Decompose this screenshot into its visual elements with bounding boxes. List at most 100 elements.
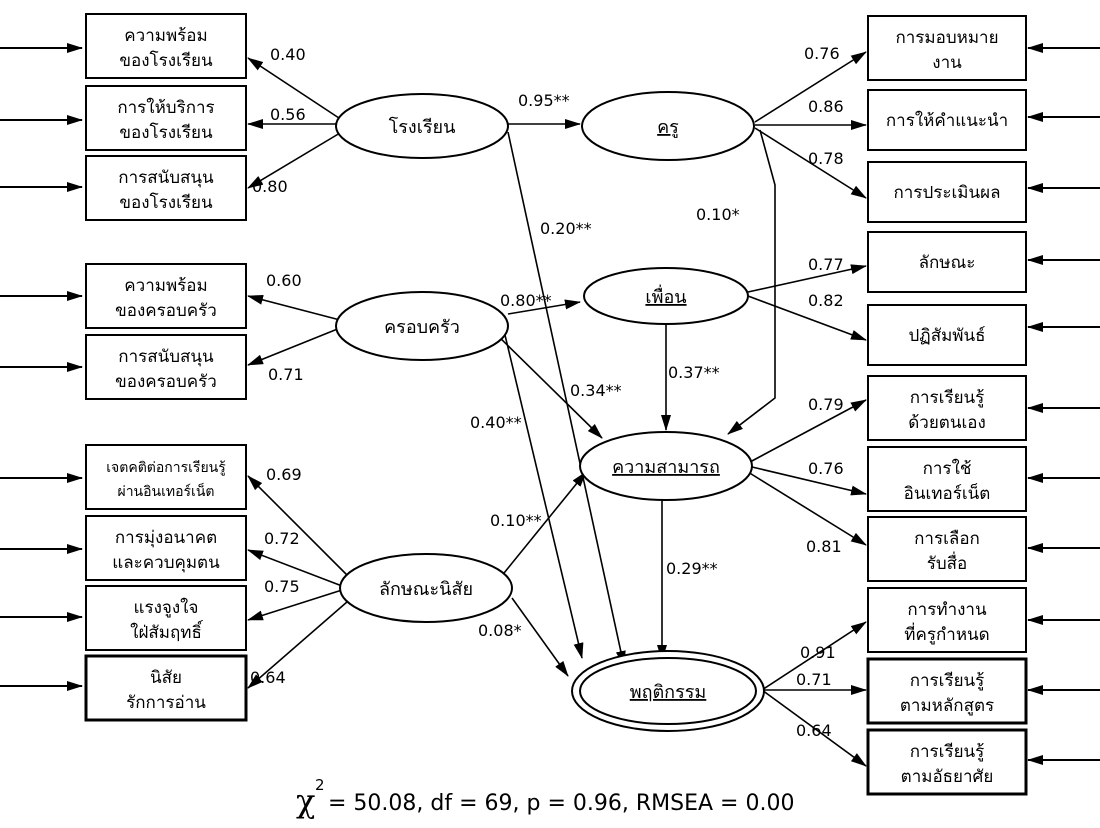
coef-self-interest: 0.64	[796, 721, 832, 740]
coef-family-behavior: 0.40**	[470, 413, 522, 432]
latent-label: พฤติกรรม	[630, 682, 707, 703]
coef-family-readiness: 0.60	[266, 271, 302, 290]
coef-self-learning: 0.79	[808, 395, 844, 414]
coefficient-labels: 0.40 0.56 0.80 0.60 0.71 0.69 0.72 0.75 …	[250, 44, 844, 740]
box-label: ของครอบครัว	[115, 372, 217, 392]
box-evaluation: การประเมินผล	[867, 161, 1027, 223]
box-reading: นิสัย รักการอ่าน	[84, 654, 248, 722]
latent-label: ครู	[657, 117, 679, 138]
box-label: ที่ครูกำหนด	[904, 622, 989, 645]
coef-school-service: 0.56	[270, 105, 306, 124]
coef-school-support: 0.80	[252, 177, 288, 196]
box-family-readiness: ความพร้อม ของครอบครัว	[85, 263, 247, 329]
latent-label: ความสามารถ	[612, 457, 720, 478]
box-label: การมุ่งอนาคต	[115, 528, 217, 548]
box-label: ใฝ่สัมฤทธิ์	[130, 620, 204, 643]
chi-square-symbol: χ	[296, 782, 315, 820]
coef-media-choice: 0.81	[806, 537, 842, 556]
box-label: การเรียนรู้	[910, 671, 985, 691]
box-characteristic: ลักษณะ	[867, 231, 1027, 293]
coef-characteristic: 0.77	[808, 255, 844, 274]
box-label: ของครอบครัว	[115, 301, 217, 321]
box-curriculum: การเรียนรู้ ตามหลักสูตร	[866, 657, 1028, 725]
box-school-service: การให้บริการ ของโรงเรียน	[85, 85, 247, 151]
box-label: การเรียนรู้	[910, 388, 985, 408]
box-label: ลักษณะ	[919, 253, 976, 273]
box-label: การเลือก	[914, 529, 980, 549]
box-label: การให้บริการ	[117, 97, 214, 118]
box-label: การสนับสนุน	[118, 168, 214, 188]
coef-school-teacher: 0.95**	[518, 91, 570, 110]
box-teacher-work: การทำงาน ที่ครูกำหนด	[867, 587, 1027, 653]
box-label: รับสื่อ	[927, 551, 968, 574]
box-label: ของโรงเรียน	[119, 50, 213, 71]
box-motivation: แรงจูงใจ ใฝ่สัมฤทธิ์	[85, 585, 247, 651]
box-assignment: การมอบหมาย งาน	[867, 15, 1027, 81]
box-label: การมอบหมาย	[895, 28, 998, 48]
latent-label: ลักษณะนิสัย	[379, 579, 473, 600]
coef-school-readiness: 0.40	[270, 45, 306, 64]
box-future: การมุ่งอนาคต และควบคุมตน	[85, 515, 247, 581]
coef-curriculum: 0.71	[796, 670, 832, 689]
box-label: เจตคติต่อการเรียนรู้	[106, 460, 226, 476]
coef-reading: 0.64	[250, 668, 286, 687]
box-label: อินเทอร์เน็ต	[904, 482, 991, 504]
box-advice: การให้คำแนะนำ	[867, 89, 1027, 151]
box-label: แรงจูงใจ	[134, 597, 199, 618]
box-label: การสนับสนุน	[118, 347, 214, 367]
structural-paths	[491, 119, 776, 677]
box-label: ความพร้อม	[124, 276, 207, 296]
chi-square-exponent: 2	[315, 776, 325, 794]
box-media-choice: การเลือก รับสื่อ	[867, 516, 1027, 582]
box-label: ของโรงเรียน	[119, 192, 213, 213]
box-self-interest: การเรียนรู้ ตามอัธยาศัย	[866, 728, 1028, 796]
coef-family-friend: 0.80**	[500, 291, 552, 310]
latent-label: โรงเรียน	[389, 116, 456, 138]
coef-teacher-work: 0.91	[800, 643, 836, 662]
box-label: การให้คำแนะนำ	[886, 110, 1008, 131]
coef-school-behavior: 0.20**	[540, 219, 592, 238]
box-label: นิสัย	[150, 668, 182, 688]
error-arrows-left	[0, 43, 83, 691]
box-label: ของโรงเรียน	[119, 122, 213, 143]
coef-future: 0.72	[264, 529, 300, 548]
box-label: การเรียนรู้	[910, 742, 985, 762]
box-label: รักการอ่าน	[126, 693, 206, 713]
error-arrows-right	[1027, 43, 1100, 765]
coef-teacher-ability: 0.10*	[696, 205, 740, 224]
coef-family-ability: 0.34**	[570, 381, 622, 400]
latent-label: ครอบครัว	[384, 317, 460, 338]
latent-teacher: ครู	[581, 91, 755, 161]
box-internet-use: การใช้ อินเทอร์เน็ต	[867, 446, 1027, 512]
box-label: ตามหลักสูตร	[900, 696, 994, 716]
box-school-readiness: ความพร้อม ของโรงเรียน	[85, 13, 247, 79]
box-label: การทำงาน	[907, 600, 987, 620]
box-label: การประเมินผล	[893, 183, 1000, 203]
latent-friend: เพื่อน	[583, 267, 749, 325]
coef-evaluation: 0.78	[808, 149, 844, 168]
latent-family: ครอบครัว	[335, 291, 509, 361]
latent-label: เพื่อน	[645, 284, 686, 308]
box-label: ด้วยตนเอง	[908, 413, 986, 433]
latent-ability: ความสามารถ	[579, 431, 753, 501]
box-label: การใช้	[923, 458, 972, 479]
coef-trait-ability: 0.10**	[490, 511, 542, 530]
latent-trait: ลักษณะนิสัย	[339, 553, 513, 623]
coef-motivation: 0.75	[264, 577, 300, 596]
fit-stats-text: = 50.08, df = 69, p = 0.96, RMSEA = 0.00	[328, 791, 794, 816]
coef-trait-behavior: 0.08*	[478, 621, 522, 640]
coef-attitude: 0.69	[266, 465, 302, 484]
latent-behavior: พฤติกรรม	[571, 650, 765, 732]
coef-family-support: 0.71	[268, 365, 304, 384]
box-label: ความพร้อม	[124, 26, 207, 46]
box-family-support: การสนับสนุน ของครอบครัว	[85, 334, 247, 400]
loading-arrows	[247, 51, 867, 767]
box-label: ปฏิสัมพันธ์	[909, 326, 986, 346]
coef-assignment: 0.76	[804, 44, 840, 63]
box-school-support: การสนับสนุน ของโรงเรียน	[85, 155, 247, 221]
latent-school: โรงเรียน	[335, 93, 509, 159]
coef-advice: 0.86	[808, 97, 844, 116]
box-label: และควบคุมตน	[112, 553, 220, 573]
fit-statistics: χ 2 = 50.08, df = 69, p = 0.96, RMSEA = …	[296, 776, 794, 820]
